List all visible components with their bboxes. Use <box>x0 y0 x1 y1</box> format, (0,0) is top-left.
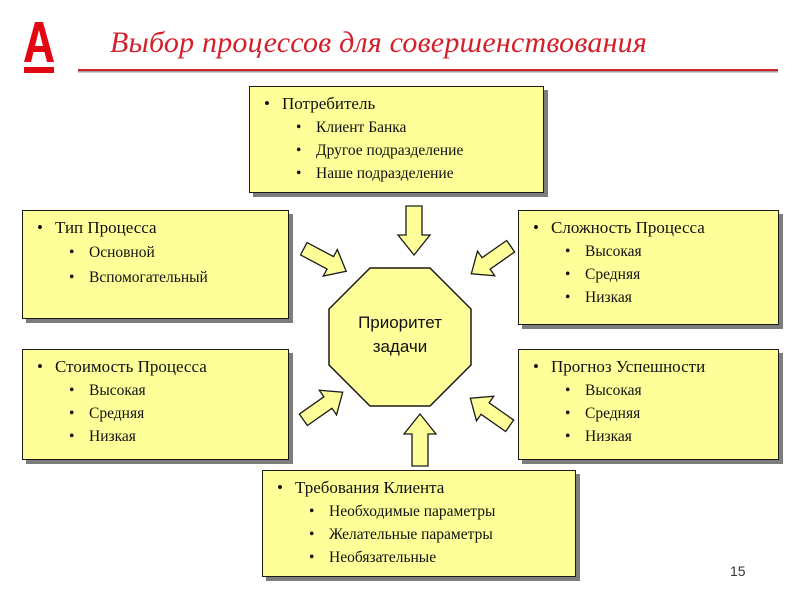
box-process-cost-item: Высокая <box>35 379 278 402</box>
box-client-requirements-heading: Требования Клиента <box>275 475 565 500</box>
box-consumer-item: Клиент Банка <box>262 116 533 139</box>
box-success-forecast-heading: Прогноз Успешности <box>531 354 768 379</box>
box-process-type-item: Основной <box>35 240 278 265</box>
box-client-requirements-item: Необходимые параметры <box>275 500 565 523</box>
box-process-type-item: Вспомогательный <box>35 265 278 290</box>
page-title: Выбор процессов для совершенствования <box>110 26 648 59</box>
box-process-type: Тип Процесса Основной Вспомогательный <box>22 210 289 319</box>
box-consumer: Потребитель Клиент Банка Другое подразде… <box>249 86 544 193</box>
box-client-requirements-item: Желательные параметры <box>275 523 565 546</box>
priority-octagon <box>328 267 472 407</box>
box-success-forecast-item: Высокая <box>531 379 768 402</box>
arrow-from-requirements-icon <box>402 412 438 467</box>
box-process-complexity-heading: Сложность Процесса <box>531 215 768 240</box>
box-process-cost-item: Средняя <box>35 402 278 425</box>
priority-label: Приоритет задачи <box>326 311 474 359</box>
box-consumer-heading: Потребитель <box>262 91 533 116</box>
box-process-cost: Стоимость Процесса Высокая Средняя Низка… <box>22 349 289 460</box>
box-client-requirements-item: Необязательные <box>275 546 565 569</box>
box-success-forecast-item: Низкая <box>531 425 768 448</box>
box-process-cost-item: Низкая <box>35 425 278 448</box>
box-process-cost-heading: Стоимость Процесса <box>35 354 278 379</box>
title-underline <box>78 69 778 73</box>
box-process-complexity-item: Средняя <box>531 263 768 286</box>
page-number: 15 <box>730 563 746 579</box>
alfa-bank-logo-icon <box>24 22 54 73</box>
box-process-complexity: Сложность Процесса Высокая Средняя Низка… <box>518 210 779 325</box>
box-consumer-item: Наше подразделение <box>262 162 533 185</box>
box-process-complexity-item: Высокая <box>531 240 768 263</box>
arrow-from-consumer-icon <box>396 205 432 257</box>
box-client-requirements: Требования Клиента Необходимые параметры… <box>262 470 576 577</box>
priority-label-line1: Приоритет <box>358 313 442 332</box>
arrow-from-cost-icon <box>298 389 344 427</box>
box-process-complexity-item: Низкая <box>531 286 768 309</box>
arrow-from-forecast-icon <box>469 395 515 433</box>
box-success-forecast-item: Средняя <box>531 402 768 425</box>
box-consumer-item: Другое подразделение <box>262 139 533 162</box>
box-process-type-heading: Тип Процесса <box>35 215 278 240</box>
arrow-from-complexity-icon <box>470 239 516 277</box>
box-success-forecast: Прогноз Успешности Высокая Средняя Низка… <box>518 349 779 460</box>
priority-label-line2: задачи <box>372 337 428 356</box>
arrow-from-process-type-icon <box>299 241 348 277</box>
